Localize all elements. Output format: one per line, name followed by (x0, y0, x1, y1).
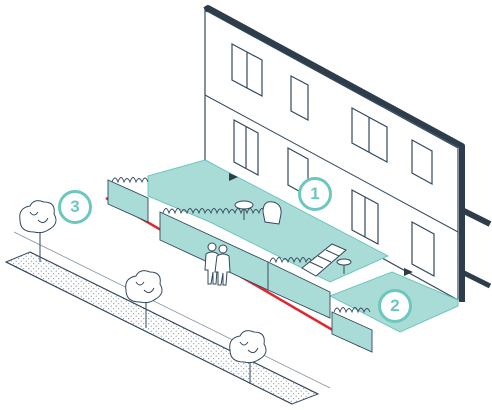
floor-slab-lower (462, 272, 490, 286)
marker-2: 2 (378, 289, 412, 323)
floor-slab (462, 210, 490, 224)
marker-1: 1 (298, 177, 332, 211)
chair-icon (263, 202, 281, 224)
tree-icon (20, 201, 56, 262)
marker-3: 3 (58, 190, 92, 224)
